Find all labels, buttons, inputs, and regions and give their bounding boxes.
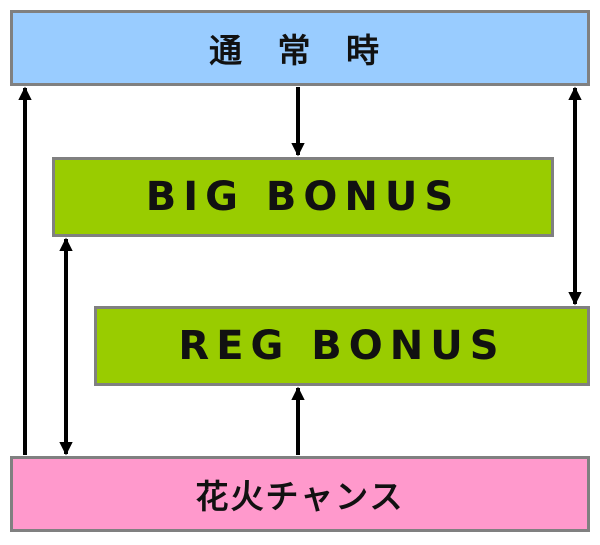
state-big-bonus-label: BIG BONUS xyxy=(145,174,461,220)
state-normal-label: 通 常 時 xyxy=(209,31,391,70)
state-hanabi-chance-label: 花火チャンス xyxy=(195,477,405,516)
state-big-bonus-box: BIG BONUS xyxy=(52,157,554,237)
state-hanabi-chance-box: 花火チャンス xyxy=(10,456,590,532)
state-reg-bonus-label: REG BONUS xyxy=(178,323,506,369)
state-normal-box: 通 常 時 xyxy=(10,10,590,86)
state-reg-bonus-box: REG BONUS xyxy=(94,306,590,386)
